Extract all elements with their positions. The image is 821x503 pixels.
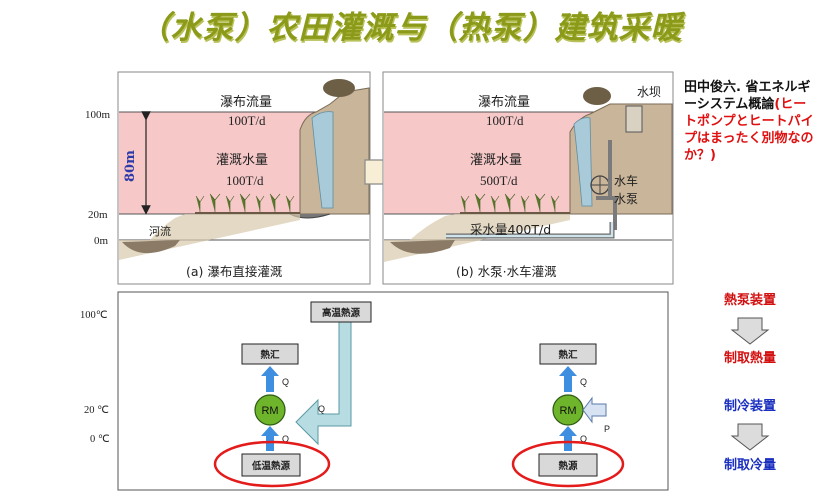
highlight-oval-right [511, 440, 625, 488]
dam-label: 水坝 [637, 85, 661, 99]
reference-author-title: 田中俊六. 省エネルギーシステム概論 [684, 80, 811, 112]
work-input-arrow-right [582, 396, 607, 424]
pump-pipe [596, 140, 617, 230]
panel-waterfall-irrigation: 100m 20m 0m 80m 河流 瀑布流量 100T/d 灌溉水量 100T… [85, 71, 371, 285]
reference-note: 田中俊六. 省エネルギーシステム概論(ヒートポンプとヒートパイプはまったく別物な… [684, 79, 816, 164]
river [122, 240, 180, 254]
page-title: （水泵）农田灌溉与（热泵）建筑采暖 [138, 10, 683, 46]
waterwheel-label: 水车 [614, 173, 638, 188]
temp-20: 20 ℃ [84, 405, 109, 416]
flow-label-a: 瀑布流量 [220, 95, 272, 110]
irrigation-label-b: 灌溉水量 [470, 153, 522, 168]
heat-in-arrow-right [559, 426, 577, 451]
highlight-oval-left [213, 440, 331, 488]
panel-pump-waterwheel-irrigation: 水坝 水车 水泵 瀑布流量 100T/d 灌溉水量 500T/d 采水量400T… [382, 71, 674, 285]
treetop-b [583, 87, 611, 105]
y-label-0m: 0m [94, 235, 109, 247]
low-temp-source-label: 低温熱源 [251, 460, 291, 472]
flow-value-b: 100T/d [486, 113, 524, 128]
pump-label: 水泵 [614, 192, 638, 206]
y-label-100m: 100m [85, 109, 111, 121]
high-temp-source-label: 高温熱源 [322, 307, 361, 319]
dam [625, 105, 643, 133]
temp-0: 0 ℃ [90, 434, 110, 445]
flow-label-b: 瀑布流量 [478, 95, 530, 110]
q-label-left-in: Q [282, 434, 289, 444]
crops-a [195, 193, 295, 212]
thermal-diagram: 100℃ 20 ℃ 0 ℃ Q 高温熱源 熱汇 Q RM Q 低温熱源 熱汇 Q… [80, 291, 669, 491]
q-label-left-out: Q [282, 377, 289, 387]
rm-circle-left [254, 394, 286, 426]
sink-box-left [241, 343, 299, 365]
caption-b: (b) 水泵·水车灌溉 [456, 264, 557, 279]
rm-label-right: RM [559, 405, 576, 417]
right-legend: 熱泵装置 制取熱量 制冷装置 制取冷量 [724, 292, 776, 473]
cliff-b [569, 103, 673, 215]
rm-label-left: RM [261, 405, 278, 417]
flow-value-a: 100T/d [228, 113, 266, 128]
legend-cold-production: 制取冷量 [724, 457, 776, 473]
pump-volume-label: 采水量400T/d [470, 222, 551, 237]
low-temp-source-box [241, 453, 301, 477]
waterfall-b [573, 117, 593, 207]
source-label-right: 熱源 [558, 460, 578, 472]
crops-b [460, 193, 560, 212]
sink-box-right [539, 343, 597, 365]
q-label-right-out: Q [580, 377, 587, 387]
sink-label-right: 熱汇 [558, 349, 578, 361]
heat-out-arrow-left [261, 366, 279, 392]
legend-arrow-1 [730, 317, 770, 345]
caption-a: (a) 瀑布直接灌溉 [186, 264, 282, 279]
q-label-right-in: Q [580, 434, 587, 444]
source-box-right [538, 453, 598, 477]
sink-label-left: 熱汇 [260, 349, 280, 361]
heat-in-arrow-left [261, 426, 279, 451]
reference-subtitle: (ヒートポンプとヒートパイプはまったく別物なのか？) [684, 97, 814, 163]
river-label: 河流 [149, 224, 171, 238]
river-b [390, 240, 455, 254]
treetop-a [323, 79, 355, 97]
irrigation-label-a: 灌溉水量 [216, 153, 268, 168]
legend-heat-pump-device: 熱泵装置 [724, 292, 776, 308]
q-label-feed: Q [318, 404, 325, 414]
height-label: 80m [123, 150, 138, 182]
high-temp-source-box [310, 301, 372, 323]
irrigation-value-b: 500T/d [480, 173, 518, 188]
waterfall [311, 111, 334, 209]
irrigation-value-a: 100T/d [226, 173, 264, 188]
heat-out-arrow-right [559, 366, 577, 392]
high-source-feed-arrow [295, 321, 352, 446]
y-label-20m: 20m [88, 209, 108, 221]
legend-cooling-device: 制冷装置 [724, 398, 776, 414]
legend-heat-production: 制取熱量 [724, 350, 776, 366]
legend-arrow-2 [730, 423, 770, 451]
p-label: P [604, 424, 610, 434]
temp-100: 100℃ [80, 310, 108, 321]
